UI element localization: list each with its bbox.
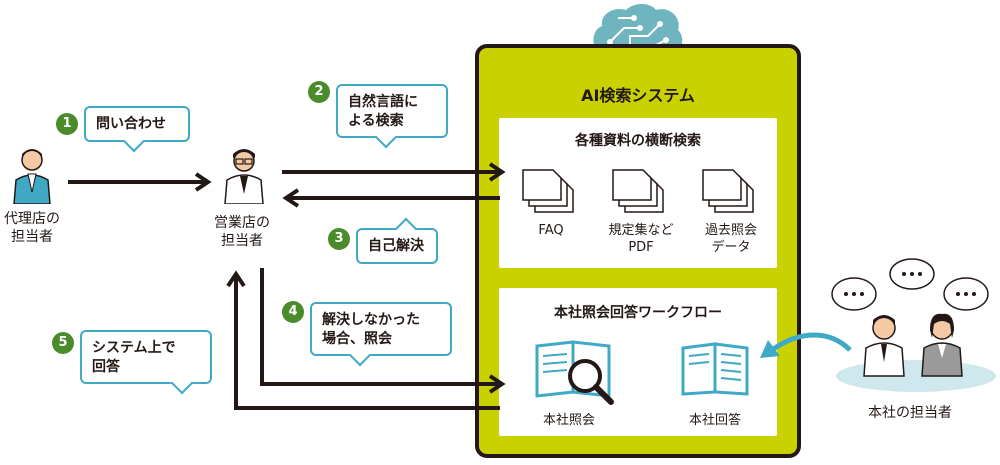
- document-icon: [702, 169, 754, 213]
- workflow-title: 本社照会回答ワークフロー: [554, 305, 722, 321]
- step-bubble-escalate: 解決しなかった 場合、照会: [310, 302, 452, 356]
- step-number-2: 2: [308, 81, 330, 103]
- step-bubble-inquiry: 問い合わせ: [84, 106, 190, 142]
- step-number-1: 1: [56, 113, 78, 135]
- step-number-5: 5: [52, 332, 74, 354]
- workflow-label-inquiry: 本社照会: [542, 413, 595, 428]
- open-book-icon: [681, 342, 749, 396]
- sales-person-icon: [224, 149, 264, 204]
- step-bubble-system-answer: システム上で 回答: [80, 330, 212, 384]
- workflow-panel: 本社照会回答ワークフロー 本社照会 本社回答: [499, 288, 777, 436]
- hq-staff-illustration: [831, 258, 996, 392]
- document-icon: [612, 169, 664, 213]
- step-number-3: 3: [328, 228, 350, 250]
- step-bubble-natural-search: 自然言語に よる検索: [336, 84, 448, 138]
- doc-label-pdf: 規定集など PDF: [608, 223, 674, 255]
- system-title: AI検索システム: [581, 86, 695, 105]
- book-search-icon: [535, 340, 614, 405]
- sales-label: 営業店の 担当者: [214, 215, 270, 249]
- step-bubble-self-solve: 自己解決: [356, 228, 438, 264]
- doc-label-past: 過去照会 データ: [704, 223, 757, 255]
- ai-search-system: AI検索システム 各種資料の横断検索 FAQ 規定集など PDF 過去照会 デー…: [475, 44, 801, 458]
- doc-label-faq: FAQ: [538, 223, 564, 238]
- document-icon: [522, 169, 574, 213]
- agent-person-icon: [13, 149, 51, 204]
- hq-label: 本社の担当者: [868, 405, 952, 421]
- cross-search-panel: 各種資料の横断検索 FAQ 規定集など PDF 過去照会 データ: [499, 118, 777, 268]
- cross-search-title: 各種資料の横断検索: [575, 133, 701, 149]
- brain-icon: [593, 4, 683, 54]
- agent-label: 代理店の 担当者: [4, 211, 60, 245]
- workflow-label-answer: 本社回答: [688, 413, 741, 428]
- step-number-4: 4: [282, 301, 304, 323]
